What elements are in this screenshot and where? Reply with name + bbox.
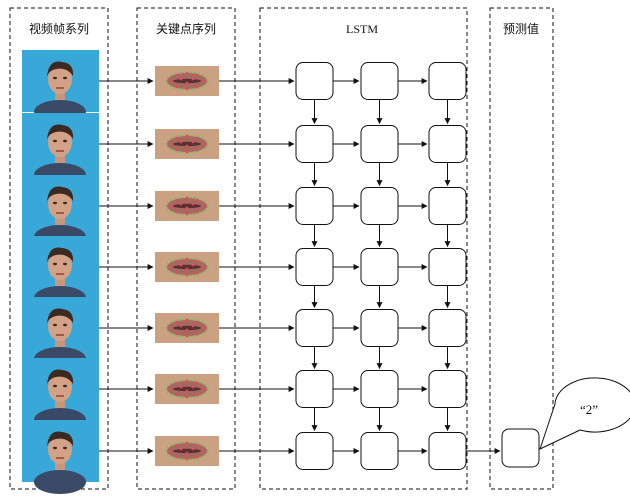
lstm-cell xyxy=(295,370,334,408)
lstm-cell xyxy=(428,432,467,470)
lstm-cell xyxy=(360,125,399,163)
connection-arrows-group xyxy=(99,78,501,454)
lip-keypoint-thumbnail xyxy=(155,191,219,221)
lip-keypoint-thumbnail xyxy=(155,252,219,282)
lstm-cell xyxy=(360,248,399,286)
lstm-cell xyxy=(428,248,467,286)
lip-keypoint-thumbnail xyxy=(155,436,219,466)
lip-keypoint-thumbnail xyxy=(155,129,219,159)
lstm-cell xyxy=(428,370,467,408)
lip-keypoint-thumbnail xyxy=(155,374,219,404)
lip-keypoint-thumbnail xyxy=(155,66,219,96)
lstm-cell xyxy=(360,309,399,347)
video-frame-thumbnail xyxy=(22,236,99,310)
lstm-cell xyxy=(360,187,399,225)
prediction-cell xyxy=(501,428,540,468)
lstm-cell xyxy=(360,432,399,470)
video-frames-title: 视频帧系列 xyxy=(29,21,89,36)
prediction-speech-bubble xyxy=(539,377,630,450)
lstm-cell xyxy=(295,62,334,100)
lip-keypoint-thumbnail xyxy=(155,313,219,343)
lstm-cell xyxy=(428,125,467,163)
prediction-value: “2” xyxy=(580,402,598,417)
keypoints-panel xyxy=(136,7,236,490)
lstm-cell xyxy=(428,309,467,347)
keypoints-group xyxy=(155,66,219,466)
lstm-title: LSTM xyxy=(346,22,378,36)
lstm-cells-group xyxy=(295,62,467,470)
lstm-cell xyxy=(428,62,467,100)
video-frames-panel xyxy=(9,7,109,490)
video-frames-group xyxy=(22,50,99,494)
lstm-cell xyxy=(295,248,334,286)
lstm-cell xyxy=(295,432,334,470)
lstm-cell xyxy=(360,370,399,408)
lstm-cell xyxy=(295,187,334,225)
video-frame-thumbnail xyxy=(22,420,99,494)
lstm-cell xyxy=(295,125,334,163)
lstm-cell xyxy=(428,187,467,225)
lstm-cell xyxy=(360,62,399,100)
lstm-panel xyxy=(259,7,468,490)
keypoints-title: 关键点序列 xyxy=(156,21,216,36)
prediction-panel xyxy=(489,7,554,490)
lstm-cell xyxy=(295,309,334,347)
prediction-title: 预测值 xyxy=(503,21,539,36)
video-frame-thumbnail xyxy=(22,50,99,124)
